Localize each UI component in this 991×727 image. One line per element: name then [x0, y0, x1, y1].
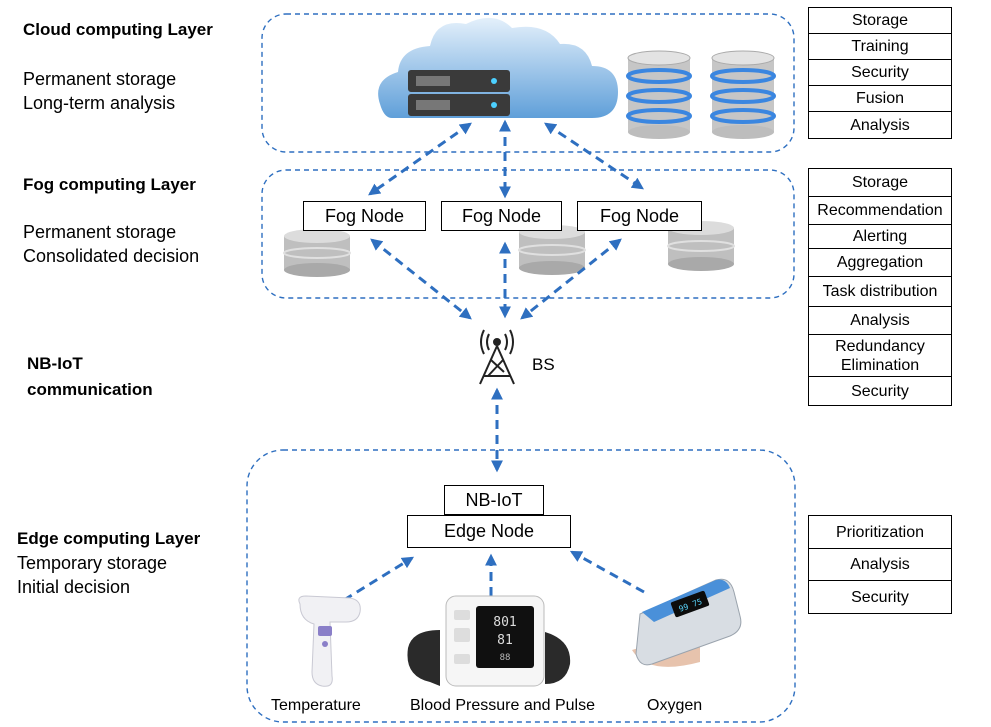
svg-text:81: 81 — [497, 633, 513, 648]
table-cell: Security — [851, 382, 909, 400]
sensor-label-blood-pressure: Blood Pressure and Pulse — [410, 697, 595, 714]
table-cell: Storage — [809, 8, 951, 34]
arrow-cloud-fog-left — [368, 122, 472, 196]
edge-layer-title: Edge computing Layer — [17, 529, 201, 548]
fog-node-box: Fog Node — [577, 201, 702, 231]
arrow-fog-bs-left — [370, 238, 472, 320]
edge-desc-line: Initial decision — [17, 577, 131, 597]
cloud-functions-table: Storage Training Security Fusion Analysi… — [808, 7, 952, 139]
sensor-label-oxygen: Oxygen — [647, 697, 703, 714]
arrow-fog-bs-right — [520, 238, 622, 320]
table-cell: Storage — [809, 169, 951, 197]
table-cell: Alerting — [809, 225, 951, 249]
cloud-icon — [378, 17, 618, 118]
arrow-temp-edge — [343, 556, 415, 602]
svg-text:88: 88 — [500, 653, 511, 663]
tower-icon — [479, 329, 515, 385]
fog-desc-line: Consolidated decision — [23, 246, 200, 266]
table-cell: Analysis — [850, 116, 910, 134]
table-cell: Aggregation — [809, 249, 951, 277]
fog-layer-desc: Permanent storage Consolidated decision — [23, 220, 199, 268]
arrow-cloud-fog-right — [544, 122, 644, 190]
blood-pressure-monitor-icon: 801 81 88 — [407, 595, 571, 687]
edge-layer-desc: Temporary storage Initial decision — [17, 551, 167, 599]
edge-functions-table: Prioritization Analysis Security — [808, 515, 952, 614]
cloud-desc-line: Permanent storage — [23, 69, 177, 89]
fog-database-icon — [283, 229, 351, 277]
server-icon — [408, 70, 510, 116]
table-cell: Analysis — [809, 549, 951, 581]
fog-database-icon — [518, 225, 586, 275]
table-cell: Prioritization — [809, 516, 951, 549]
cloud-desc-line: Long-term analysis — [23, 93, 176, 113]
fog-functions-table: Storage Recommendation Alerting Aggregat… — [808, 168, 952, 406]
cloud-layer-desc: Permanent storage Long-term analysis — [23, 67, 176, 115]
arrow-oxy-edge — [569, 550, 645, 594]
bs-label: BS — [532, 355, 555, 374]
nbiot-box: NB-IoT — [444, 485, 544, 515]
edge-node-box: Edge Node — [407, 515, 571, 548]
nbiot-title: NB-IoT communication — [27, 351, 153, 403]
fog-desc-line: Permanent storage — [23, 222, 177, 242]
svg-text:801: 801 — [493, 615, 516, 630]
table-cell: Analysis — [809, 307, 951, 335]
table-cell: Fusion — [809, 86, 951, 112]
cloud-layer-title: Cloud computing Layer — [23, 20, 213, 39]
cloud-layer-region — [261, 13, 795, 153]
table-cell: Security — [809, 60, 951, 86]
fog-node-box: Fog Node — [441, 201, 562, 231]
database-icon — [710, 50, 776, 139]
fog-layer-region — [261, 169, 795, 299]
edge-layer-region — [246, 449, 796, 723]
nbiot-title-line: communication — [27, 380, 153, 399]
table-cell: Training — [809, 34, 951, 60]
pulse-oximeter-icon: 99 75 — [632, 578, 742, 667]
database-icon — [626, 50, 692, 139]
fog-layer-title: Fog computing Layer — [23, 175, 196, 194]
table-cell: Task distribution — [809, 277, 951, 307]
edge-desc-line: Temporary storage — [17, 553, 168, 573]
table-cell: Recommendation — [809, 197, 951, 225]
nbiot-title-line: NB-IoT — [27, 354, 83, 373]
thermometer-icon — [298, 595, 361, 687]
table-cell: Redundancy Elimination — [809, 335, 951, 377]
fog-node-box: Fog Node — [303, 201, 426, 231]
sensor-label-temperature: Temperature — [271, 697, 361, 714]
table-cell: Security — [851, 588, 909, 606]
